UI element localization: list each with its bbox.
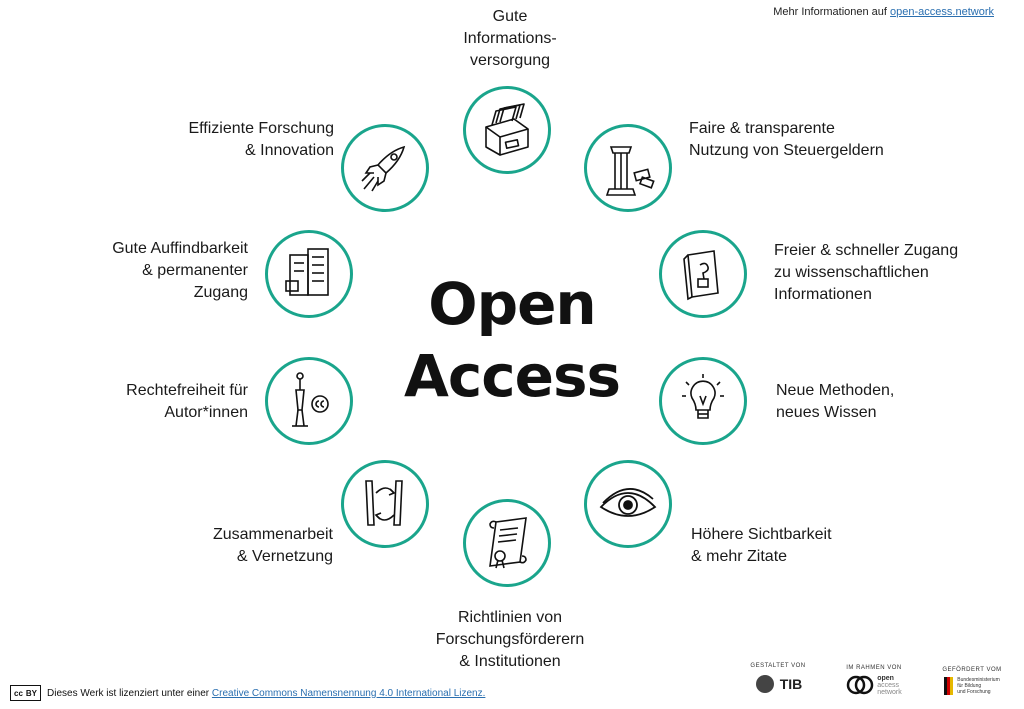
tib-logo-text: TIB [779,676,803,692]
benefit-label-line: Richtlinien von [457,609,563,626]
benefit-label-methods: Neue Methoden, neues Wissen [776,380,894,424]
benefit-ring-information [463,86,551,174]
benefit-label-line: Informationen [774,286,872,303]
benefit-label-line: & Innovation [245,142,334,159]
title-line-1: Open [428,270,596,338]
cc-by-badge: cc BY [10,685,42,701]
benefit-label-line: Effiziente Forschung [188,120,334,137]
oa-network-logo-block: IM RAHMEN VON open access network [836,665,912,698]
benefit-label-line: Informations- [463,30,557,47]
benefit-label-line: & Vernetzung [236,548,333,565]
benefit-ring-findability [265,230,353,318]
benefit-label-line: Gute [492,8,528,25]
bmbf-logo-block: GEFÖRDERT VOM Bundesministerium für Bild… [932,667,1012,697]
card-catalog-icon [485,103,529,156]
benefit-label-access: Freier & schneller Zugang zu wissenschaft… [774,240,958,306]
benefit-label-line: Zugang [193,284,248,301]
benefit-ring-rights [265,357,353,445]
author-cc-icon [292,372,329,427]
benefit-label-collaboration: Zusammenarbeit & Vernetzung [183,524,333,568]
designed-by-caption: GESTALTET VON [750,663,806,669]
logo-text-line: Bundesministerium [957,677,1000,683]
benefit-label-line: neues Wissen [776,404,877,421]
benefit-label-visibility: Höhere Sichtbarkeit & mehr Zitate [691,524,832,568]
funded-by-caption: GEFÖRDERT VOM [942,667,1002,673]
oa-network-logo-icon [846,675,874,695]
column-money-icon [605,146,655,196]
tib-logo-icon [755,675,774,693]
benefit-label-research: Effiziente Forschung & Innovation [160,118,334,162]
logo-text-line: access [877,681,900,689]
scroll-certificate-icon [489,517,527,569]
info-text: Mehr Informationen auf open-access.netwo… [773,6,994,18]
benefit-label-line: & mehr Zitate [691,548,788,565]
federal-eagle-icon [944,677,954,695]
benefit-ring-research [341,124,429,212]
server-archive-icon [285,248,329,296]
benefit-ring-tax [584,124,672,212]
logo-text-line: network [877,688,902,696]
benefit-ring-methods [659,357,747,445]
by-icon: BY [25,688,38,698]
in-frame-caption: IM RAHMEN VON [846,664,902,671]
benefit-label-line: Höhere Sichtbarkeit [691,526,832,543]
benefit-label-line: Freier & schneller Zugang [774,242,959,259]
benefit-label-line: & permanenter [142,262,248,279]
benefit-ring-access [659,230,747,318]
benefit-label-line: Faire & transparente [689,120,835,137]
info-prefix: Mehr Informationen auf [773,6,891,18]
license-link[interactable]: Creative Commons Namensnennung 4.0 Inter… [211,687,486,699]
rocket-icon [361,145,406,192]
logo-text-line: für Bildung [957,683,982,689]
benefit-label-line: zu wissenschaftlichen [774,264,929,281]
benefit-label-line: Autor*innen [164,404,248,421]
page-title: Open Access [372,268,652,412]
benefit-label-line: Rechtefreiheit für [126,382,248,399]
logo-text-line: und Forschung [957,689,991,695]
benefit-ring-collaboration [341,460,429,548]
benefit-label-line: Forschungsförderern [435,631,585,648]
eye-icon [599,488,657,517]
lightbulb-icon [682,374,724,419]
benefit-label-line: Zusammenarbeit [212,526,333,543]
book-icon [683,250,719,301]
benefit-label-line: & Institutionen [459,653,561,670]
benefit-ring-policies [463,499,551,587]
benefit-label-line: Gute Auffindbarkeit [112,240,248,257]
benefit-ring-visibility [584,460,672,548]
cc-icon: cc [14,688,23,698]
logo-text-line: open [877,674,894,682]
tib-logo-block: GESTALTET VON TIB [748,663,808,697]
benefit-label-line: versorgung [469,52,551,69]
benefit-label-line: Neue Methoden, [776,382,895,399]
title-line-2: Access [403,342,621,410]
exchange-arrows-icon [365,480,403,526]
license-footer: cc BY Dieses Werk ist lizenziert unter e… [10,685,485,701]
benefit-label-line: Nutzung von Steuergeldern [689,142,884,159]
info-link[interactable]: open-access.network [890,6,994,18]
license-prefix: Dieses Werk ist lizenziert unter einer [47,687,212,699]
